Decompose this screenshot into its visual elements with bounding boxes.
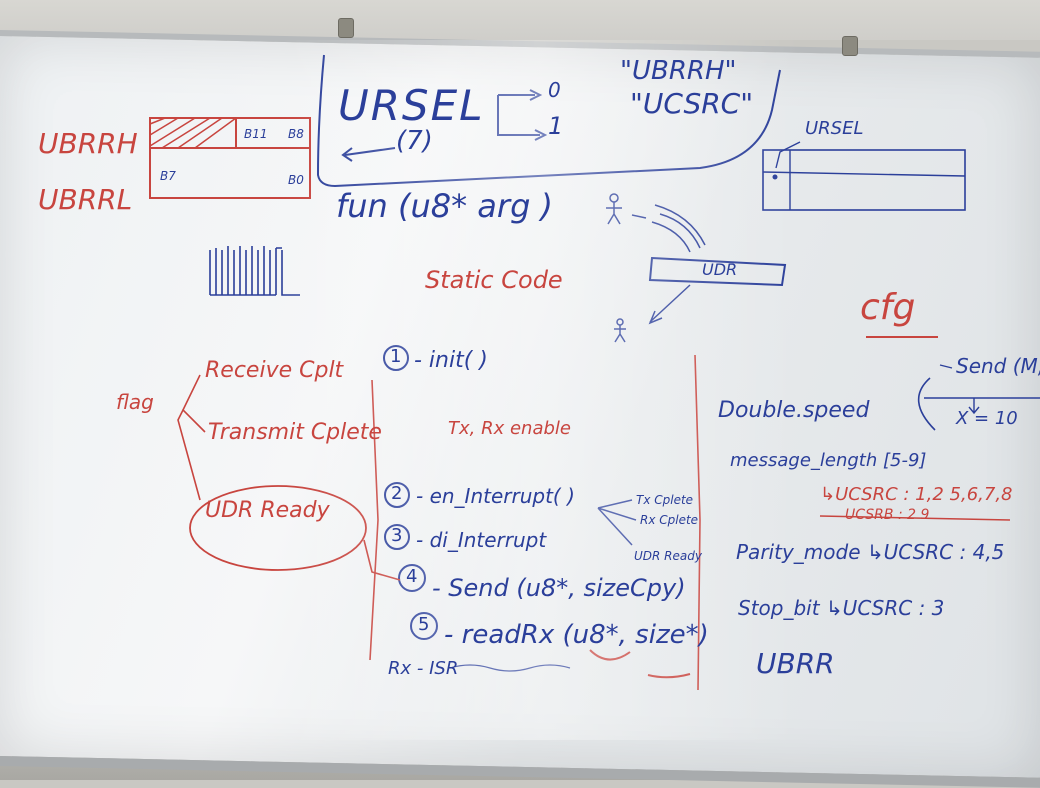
board-clip-left bbox=[338, 18, 354, 38]
bit-seven-label: (7) bbox=[396, 126, 433, 156]
ubrrl-label: UBRRL bbox=[38, 183, 133, 216]
double-speed-note: Double.speed bbox=[718, 398, 870, 423]
board-clip-right bbox=[842, 36, 858, 56]
flag-label: flag bbox=[116, 390, 154, 414]
udr-ready-flag: UDR Ready bbox=[205, 498, 330, 523]
ubrr-note: UBRR bbox=[756, 647, 835, 680]
branch-tx-complete: Tx Cplete bbox=[636, 493, 694, 507]
cfg-label: cfg bbox=[860, 287, 916, 328]
step-5-number: 5 bbox=[418, 614, 430, 635]
step-4-number: 4 bbox=[406, 566, 418, 587]
whiteboard bbox=[0, 30, 1040, 788]
ursel-label: URSEL bbox=[338, 81, 485, 130]
ubrrh-label: UBRRH bbox=[38, 127, 138, 160]
ucsrc-quote: "UCSRC" bbox=[630, 87, 754, 120]
step-4-send: - Send (u8*, sizeCpy) bbox=[432, 574, 686, 602]
rx-isr-label: Rx - ISR bbox=[388, 658, 459, 679]
step-2-number: 2 bbox=[391, 483, 403, 504]
bit-b7: B7 bbox=[160, 169, 176, 183]
parity-mode-note: Parity_mode ↳UCSRC : 4,5 bbox=[736, 540, 1005, 564]
step-5-read-rx: - readRx (u8*, size*) bbox=[444, 620, 709, 650]
bit-b8: B8 bbox=[288, 127, 304, 141]
transmit-complete-flag: Transmit Cplete bbox=[208, 420, 382, 445]
message-length-note: message_length [5-9] bbox=[730, 450, 927, 471]
bit-b0: B0 bbox=[288, 173, 304, 187]
step-1-number: 1 bbox=[390, 346, 402, 367]
tx-rx-enable: Tx, Rx enable bbox=[448, 418, 571, 439]
ubrrh-quote: "UBRRH" bbox=[620, 56, 737, 86]
step-2-enable-interrupt: - en_Interrupt( ) bbox=[416, 484, 575, 508]
udr-box-label: UDR bbox=[702, 260, 738, 279]
receive-complete-flag: Receive Cplt bbox=[205, 358, 344, 383]
zero-label: 0 bbox=[548, 78, 561, 102]
ucsrc-bits-note: ↳UCSRC : 1,2 5,6,7,8 bbox=[820, 484, 1013, 505]
one-label: 1 bbox=[548, 112, 564, 140]
branch-udr-ready: UDR Ready bbox=[634, 549, 702, 563]
step-3-disable-interrupt: - di_Interrupt bbox=[416, 528, 547, 552]
right-ursel-label: URSEL bbox=[805, 118, 864, 139]
stop-bit-note: Stop_bit ↳UCSRC : 3 bbox=[738, 596, 945, 620]
ucsrb-bits-note: UCSRB : 2 9 bbox=[845, 507, 930, 523]
step-1-init: - init( ) bbox=[414, 348, 488, 373]
function-signature: fun (u8* arg ) bbox=[336, 187, 554, 225]
bit-b11: B11 bbox=[244, 127, 268, 141]
static-code-label: Static Code bbox=[425, 266, 563, 294]
x-equals: X = 10 bbox=[956, 408, 1018, 429]
send-signature: Send (M,x bbox=[956, 354, 1040, 378]
step-3-number: 3 bbox=[391, 525, 403, 546]
branch-rx-complete: Rx Cplete bbox=[640, 513, 699, 527]
